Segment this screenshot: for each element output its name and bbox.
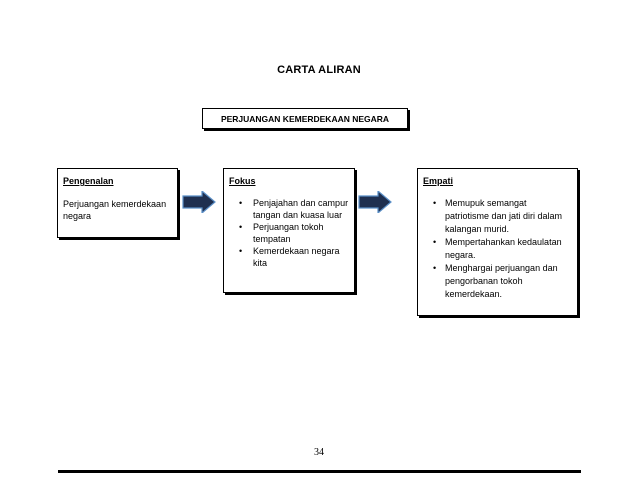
empati-list: • Memupuk semangat patriotisme dan jati d… bbox=[423, 197, 572, 301]
bullet-icon: • bbox=[433, 237, 437, 247]
list-item: • Memupuk semangat patriotisme dan jati d… bbox=[423, 197, 572, 236]
footer-rule bbox=[58, 470, 581, 473]
empati-heading: Empati bbox=[423, 176, 454, 186]
fokus-item-text: Perjuangan tokoh tempatan bbox=[253, 222, 324, 244]
pengenalan-text: Perjuangan kemerdekaan negara bbox=[63, 199, 167, 221]
empati-box: Empati • Memupuk semangat patriotisme dan… bbox=[417, 168, 578, 316]
pengenalan-heading: Pengenalan bbox=[63, 176, 114, 186]
fokus-item-text: Kemerdekaan negara kita bbox=[253, 246, 340, 268]
bullet-icon: • bbox=[239, 222, 243, 232]
right-arrow-icon bbox=[358, 191, 392, 213]
bullet-icon: • bbox=[433, 198, 437, 208]
list-item: • Mempertahankan kedaulatan negara. bbox=[423, 236, 572, 262]
bullet-icon: • bbox=[239, 246, 243, 256]
list-item: • Kemerdekaan negara kita bbox=[229, 245, 349, 269]
right-arrow-icon bbox=[182, 191, 216, 213]
fokus-item-text: Penjajahan dan campur tangan dan kuasa l… bbox=[253, 198, 349, 220]
empati-item-text: Menghargai perjuangan dan pengorbanan to… bbox=[445, 263, 558, 299]
fokus-box: Fokus • Penjajahan dan campur tangan dan … bbox=[223, 168, 355, 293]
fokus-list: • Penjajahan dan campur tangan dan kuasa … bbox=[229, 197, 349, 269]
list-item: • Penjajahan dan campur tangan dan kuasa … bbox=[229, 197, 349, 221]
bullet-icon: • bbox=[433, 263, 437, 273]
topic-box: PERJUANGAN KEMERDEKAAN NEGARA bbox=[202, 108, 408, 129]
pengenalan-box: Pengenalan Perjuangan kemerdekaan negara bbox=[57, 168, 178, 238]
empati-item-text: Memupuk semangat patriotisme dan jati di… bbox=[445, 198, 563, 234]
page-number: 34 bbox=[314, 447, 324, 458]
list-item: • Perjuangan tokoh tempatan bbox=[229, 221, 349, 245]
list-item: • Menghargai perjuangan dan pengorbanan t… bbox=[423, 262, 572, 301]
chart-title: CARTA ALIRAN bbox=[277, 64, 361, 76]
fokus-heading: Fokus bbox=[229, 176, 256, 186]
bullet-icon: • bbox=[239, 198, 243, 208]
empati-item-text: Mempertahankan kedaulatan negara. bbox=[445, 237, 562, 260]
